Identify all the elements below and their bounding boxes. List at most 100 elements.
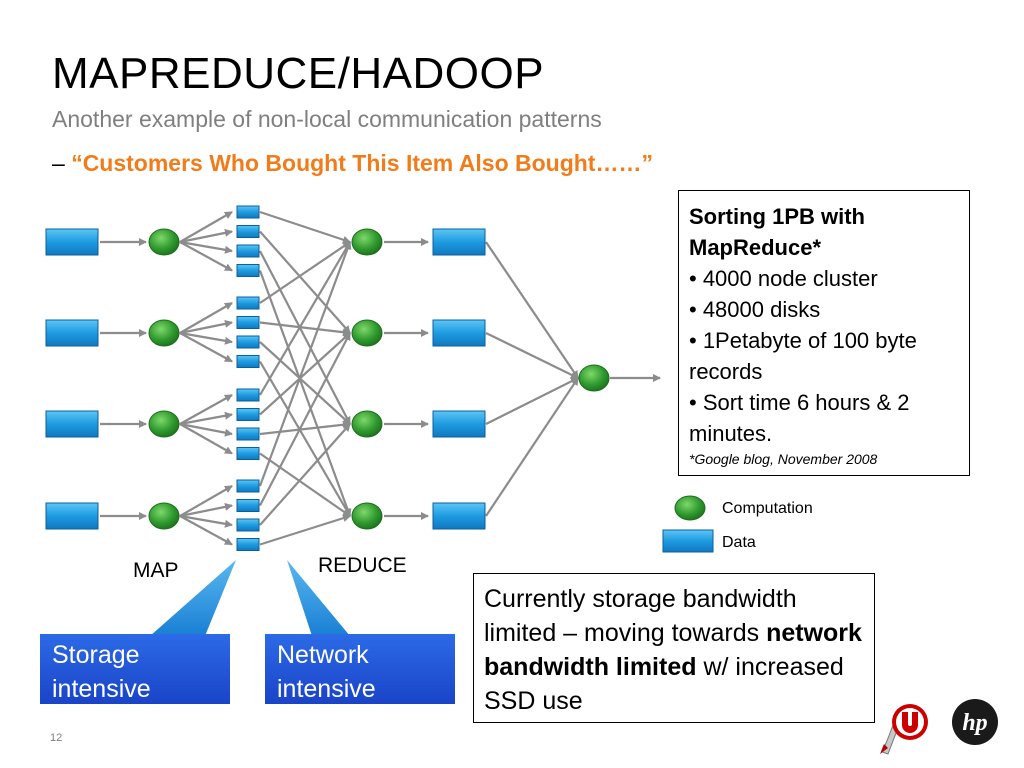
shuffle-arrow [259, 210, 351, 244]
slide-title: MAPREDUCE/HADOOP [52, 49, 545, 98]
map-computation-node [148, 410, 180, 438]
info-heading-1: Sorting 1PB with [689, 204, 865, 229]
info-bullet: • 4000 node cluster [689, 266, 878, 291]
sorting-info-box: Sorting 1PB with MapReduce* • 4000 node … [678, 190, 970, 476]
shuffle-arrow [258, 270, 352, 517]
partition-data-block [236, 335, 260, 349]
map-to-partition-arrow [179, 331, 233, 345]
map-to-partition-arrow [179, 319, 233, 335]
shuffle-arrow [259, 241, 351, 396]
map-computation-node [148, 502, 180, 530]
hp-logo-text: hp [962, 710, 987, 736]
quote-line: – “Customers Who Bought This Item Also B… [52, 148, 653, 178]
callout-pointers [150, 560, 350, 636]
shuffle-arrow [259, 321, 351, 337]
reduce-computation-node [351, 228, 383, 256]
output-to-final-arrow [485, 377, 579, 517]
shuffle-arrow [259, 514, 351, 546]
input-data-block [45, 410, 99, 438]
input-data-block [45, 502, 99, 530]
university-of-utah-logo [880, 704, 928, 755]
legend-data-label: Data [722, 534, 756, 551]
map-to-partition-arrow [179, 515, 233, 546]
storage-callout-pointer [150, 560, 236, 636]
input-data-block [45, 228, 99, 256]
map-to-partition-arrow [179, 394, 233, 425]
info-bullet: • Sort time 6 hours & 2 minutes. [689, 390, 910, 446]
network-callout-pointer [287, 560, 350, 636]
output-data-block [432, 319, 486, 347]
shuffle-arrow [259, 423, 351, 526]
note-text-1: Currently storage bandwidth limited – mo… [484, 585, 797, 647]
partition-data-block [236, 264, 260, 277]
hp-logo: hp [952, 699, 998, 745]
map-to-partition-arrow [179, 240, 233, 254]
shuffle-arrow [259, 332, 351, 416]
output-data-block [432, 228, 486, 256]
diagram-edges [100, 210, 661, 546]
note-text-2: w/ increased SSD use [484, 653, 844, 715]
partition-data-block [236, 427, 260, 441]
map-to-partition-arrow [179, 485, 233, 517]
note-text-bold: network bandwidth limited [484, 619, 862, 681]
storage-intensive-callout: Storage intensive [40, 634, 230, 704]
partition-data-block [236, 355, 260, 368]
partition-data-block [236, 518, 260, 532]
map-to-partition-arrow [179, 211, 233, 243]
partition-data-block [236, 244, 260, 258]
map-computation-node [148, 319, 180, 347]
map-to-partition-arrow [179, 302, 233, 334]
output-data-block [432, 502, 486, 530]
slide-subtitle: Another example of non-local communicati… [52, 106, 602, 132]
output-to-final-arrow [485, 377, 579, 425]
map-to-partition-arrow [179, 241, 233, 272]
page-number: 12 [50, 732, 63, 744]
partition-data-block [236, 296, 260, 310]
quote-text: “Customers Who Bought This Item Also Bou… [71, 150, 653, 176]
shuffle-arrow [259, 420, 351, 436]
partition-data-block [236, 408, 260, 421]
shuffle-arrow [259, 250, 351, 425]
shuffle-arrow [259, 341, 351, 425]
map-to-partition-arrow [179, 332, 233, 363]
map-to-partition-arrow [179, 423, 233, 455]
input-data-block [45, 319, 99, 347]
map-to-partition-arrow [179, 228, 233, 244]
network-intensive-callout: Network intensive [265, 634, 455, 704]
shuffle-arrow [259, 452, 351, 517]
final-computation-node [578, 364, 610, 392]
partition-data-block [236, 447, 260, 460]
shuffle-arrow [259, 332, 351, 507]
map-label: MAP [133, 559, 179, 582]
bandwidth-note: Currently storage bandwidth limited – mo… [473, 573, 875, 723]
diagram-nodes [45, 205, 610, 551]
partition-data-block [236, 316, 260, 329]
info-source: *Google blog, November 2008 [689, 451, 878, 467]
partition-data-block [236, 538, 260, 551]
reduce-label: REDUCE [318, 554, 407, 577]
shuffle-arrow [259, 360, 351, 517]
partition-data-block [236, 225, 260, 238]
info-heading-2: MapReduce* [689, 235, 822, 260]
quote-dash: – [52, 150, 65, 176]
info-bullet: • 1Petabyte of 100 byte records [689, 328, 917, 384]
reduce-computation-node [351, 502, 383, 530]
legend-computation-label: Computation [722, 500, 813, 517]
legend-data-icon [662, 529, 714, 553]
reduce-computation-node [351, 319, 383, 347]
output-to-final-arrow [485, 332, 579, 379]
output-data-block [432, 410, 486, 438]
output-to-final-arrow [485, 241, 579, 379]
partition-data-block [236, 499, 260, 512]
partition-data-block [236, 388, 260, 402]
map-to-partition-arrow [179, 502, 233, 518]
map-computation-node [148, 228, 180, 256]
shuffle-arrow [259, 241, 351, 304]
legend-computation-icon [674, 495, 706, 521]
legend-shapes [662, 495, 714, 553]
map-to-partition-arrow [179, 411, 233, 426]
map-to-partition-arrow [179, 422, 233, 437]
partition-data-block [236, 205, 260, 219]
shuffle-arrow [258, 241, 352, 487]
